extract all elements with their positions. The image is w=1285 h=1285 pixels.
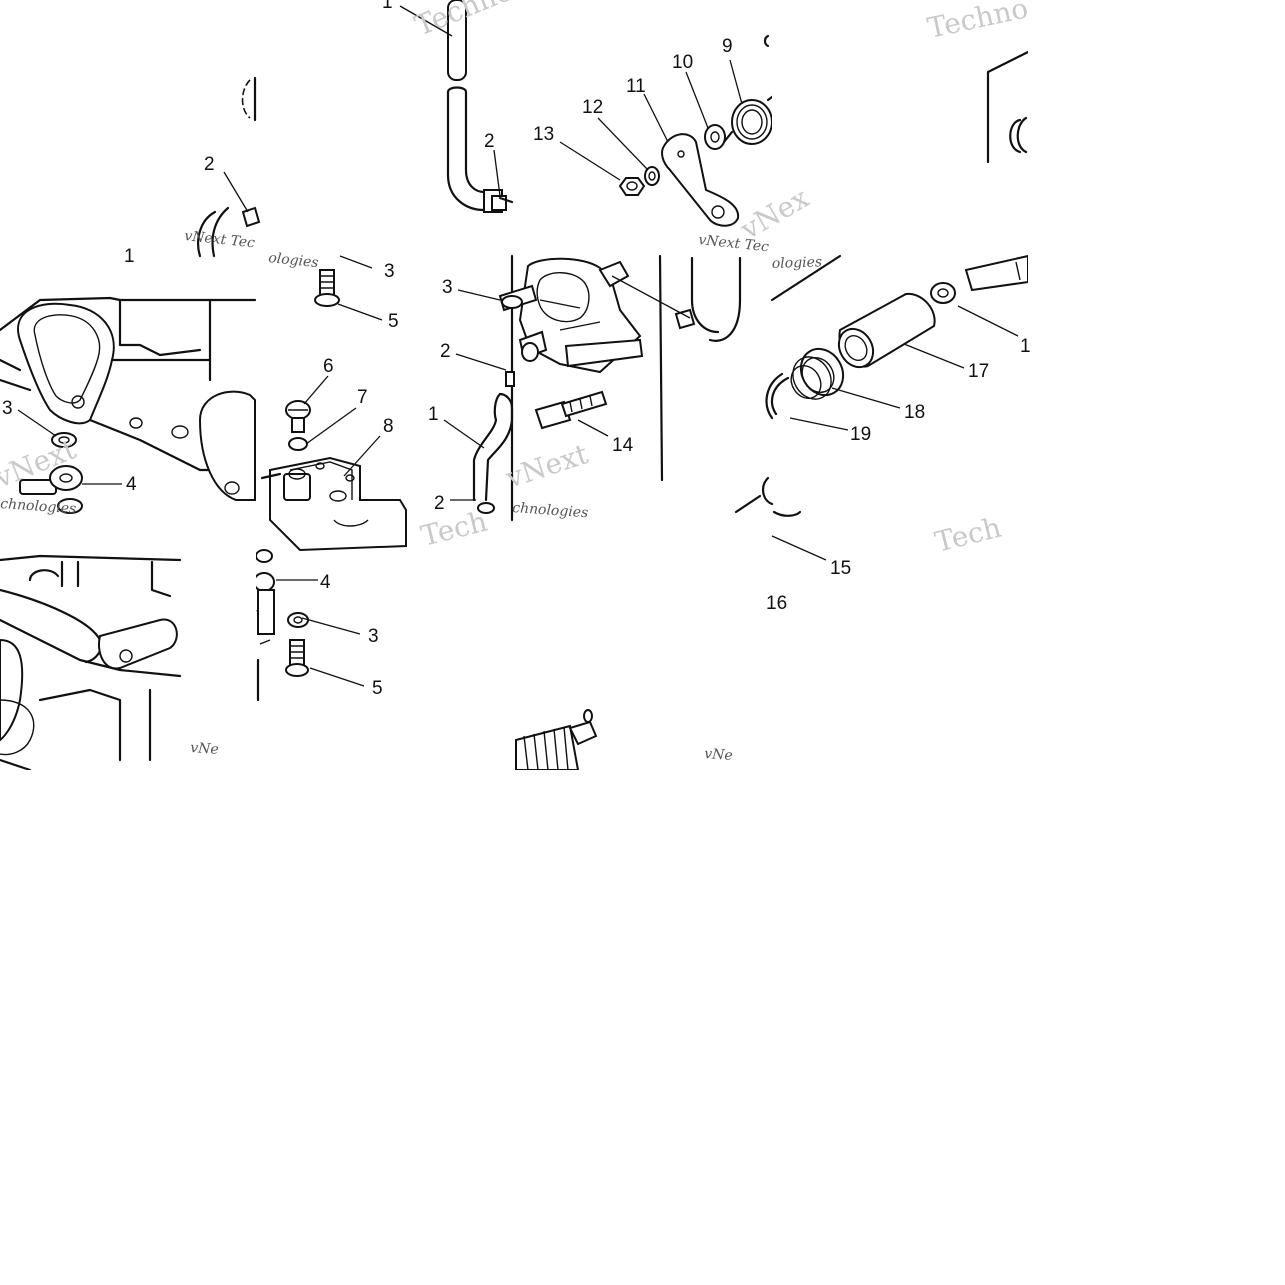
top-right-frame (986, 50, 1030, 164)
engine-case-top-fragment (197, 76, 261, 258)
callout-labels: 1 2 2 1 9 10 11 12 13 3 5 3 2 1 6 7 8 3 … (2, 0, 1031, 699)
callout-14: 14 (612, 435, 634, 456)
callout-6: 6 (323, 356, 334, 377)
callout-11: 11 (626, 76, 646, 97)
watermark-chnologies-left: chnologies (0, 496, 77, 517)
watermark-ologies-small: ologies (268, 250, 320, 271)
callout-5-a: 5 (388, 311, 399, 332)
fuel-pump-body (498, 254, 742, 522)
callout-4-a: 4 (126, 474, 137, 495)
callout-10: 10 (672, 52, 693, 73)
callout-2-left: 2 (204, 154, 215, 175)
watermark-tech-center: Tech (418, 505, 491, 553)
gear-shaft (515, 709, 598, 771)
watermark-vnext-tec-left: vNext Tec (184, 228, 256, 251)
watermark-vne-bottom-mid: vNe (704, 746, 733, 764)
fuel-pump-plate (260, 269, 407, 552)
callout-16: 16 (766, 593, 787, 614)
callout-8: 8 (383, 416, 394, 437)
leader-lines (17, 5, 1019, 687)
callout-2-c: 2 (434, 493, 445, 514)
callout-2-top: 2 (484, 131, 495, 152)
callout-3-d: 3 (368, 626, 379, 647)
callout-2-b: 2 (440, 341, 451, 362)
callout-13: 13 (533, 124, 554, 145)
watermark-vne-bottom-left: vNe (190, 740, 219, 758)
callout-3-c: 3 (2, 398, 13, 419)
callout-12: 12 (582, 97, 603, 118)
callout-19: 19 (850, 424, 871, 445)
fitting-assembly-lower (251, 549, 318, 702)
callout-3-a: 3 (384, 261, 395, 282)
spring-shaft-assembly (734, 254, 1029, 517)
callout-1-left: 1 (124, 246, 135, 267)
fuel-hose-lower (472, 392, 514, 514)
throttle-linkage (618, 34, 778, 227)
engine-block-upper (0, 296, 257, 514)
watermark-ologies: ologies (772, 254, 823, 272)
callout-1-top: 1 (382, 0, 393, 13)
callout-1-b: 1 (428, 404, 439, 425)
callout-5-b: 5 (372, 678, 383, 699)
fuel-hose-upper (446, 0, 514, 213)
callout-1-right: 1 (1020, 336, 1031, 357)
callout-3-b: 3 (442, 277, 453, 298)
callout-4-b: 4 (320, 572, 331, 593)
watermark-vnext-center: vNext (501, 437, 593, 495)
callout-7: 7 (357, 387, 368, 408)
callout-17: 17 (968, 361, 989, 382)
watermark-chnologies-center: chnologies (512, 500, 589, 521)
callout-9: 9 (722, 36, 733, 57)
watermark-vnext-tec-mid: vNext Tec (698, 232, 770, 255)
engine-block-lower (0, 554, 182, 772)
callout-15: 15 (830, 558, 851, 579)
callout-18: 18 (904, 402, 925, 423)
